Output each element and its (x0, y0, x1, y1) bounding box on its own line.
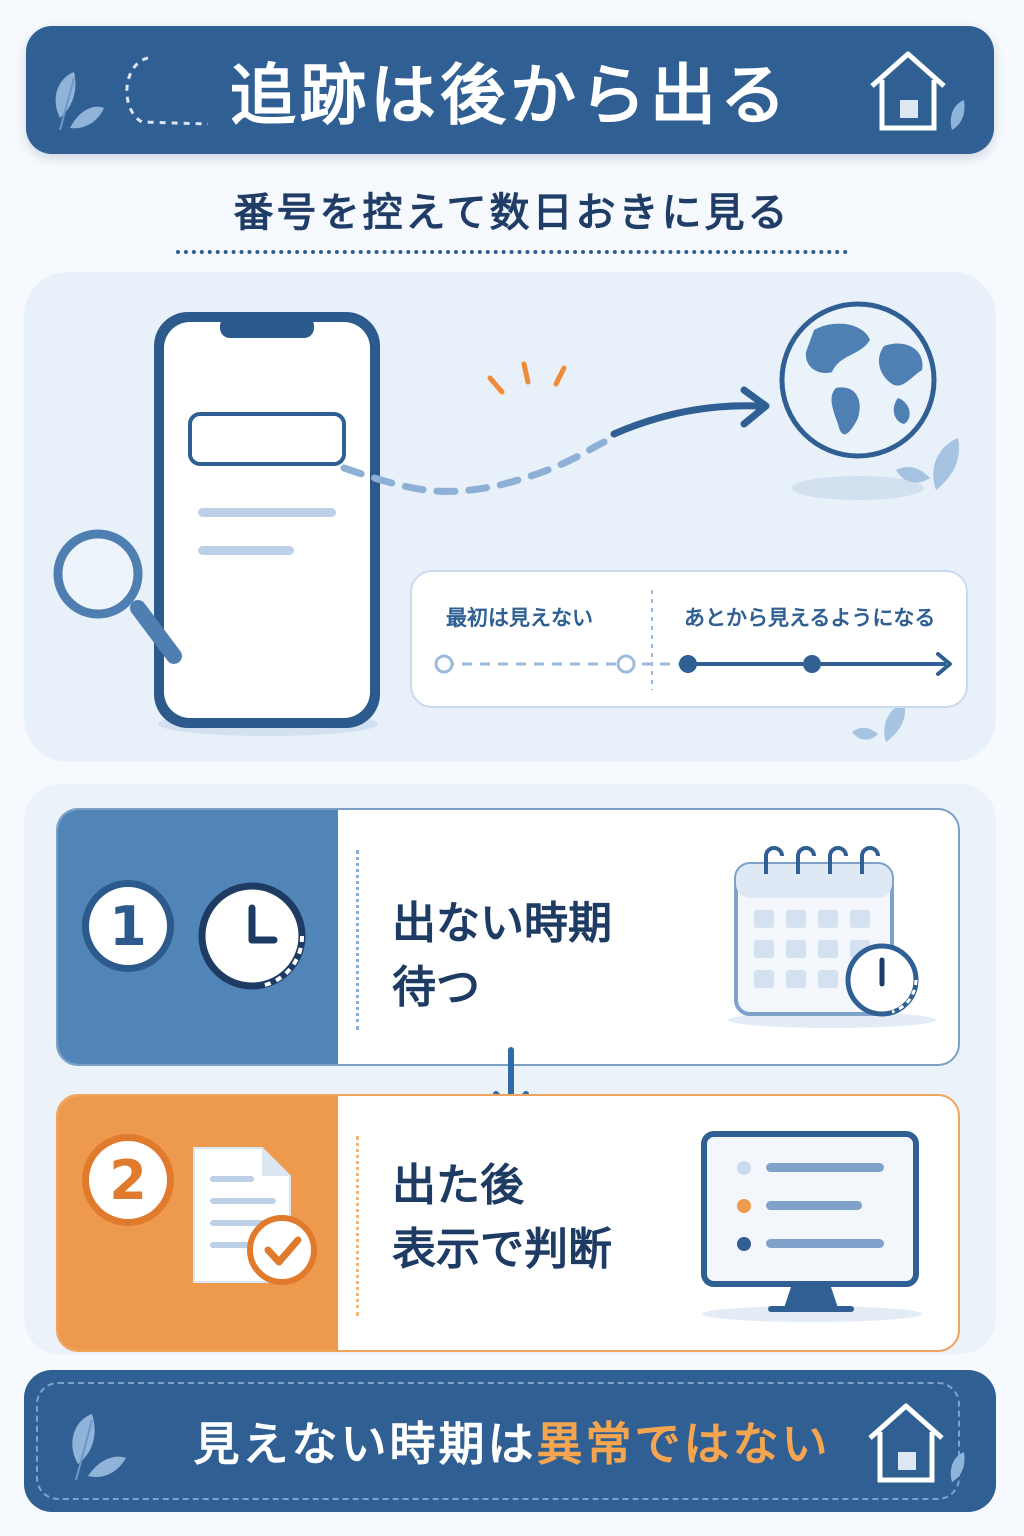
dashed-path-icon (125, 56, 209, 126)
timeline-track (434, 590, 952, 690)
title-banner (26, 26, 994, 154)
leaf-icon (852, 702, 906, 742)
clock-icon (198, 882, 306, 990)
footer-text-plain: 見えない時期は (193, 1417, 537, 1471)
step-2-card: 2 出た後 表示で判断 (56, 1094, 960, 1352)
leaf-icon (55, 72, 104, 131)
footer-banner (24, 1370, 996, 1512)
tracking-illustration (53, 301, 960, 742)
leaf-icon (896, 438, 960, 490)
step-1-line1: 出ない時期 (392, 898, 612, 949)
globe-icon (779, 301, 937, 500)
magnifier-icon (53, 529, 182, 664)
page-title: 追跡は後から出る (230, 57, 790, 134)
step-1-text: 出ない時期 待つ (392, 892, 712, 1020)
footer-text-highlight: 異常ではない (536, 1417, 831, 1471)
step-2-line2: 表示で判断 (392, 1223, 612, 1275)
subtitle-divider (176, 250, 848, 254)
leaf-icon (72, 1414, 126, 1481)
footer-message: 見えない時期は 異常ではない (0, 1370, 1024, 1512)
footer-dashed-border (36, 1382, 960, 1500)
house-icon (868, 1403, 965, 1483)
document-check-icon (193, 1147, 317, 1285)
step-1-line2: 待つ (392, 961, 480, 1013)
step-2-divider (356, 1136, 359, 1316)
step-1-card: 1 出ない時期 待つ (56, 808, 960, 1066)
calendar-icon (728, 846, 936, 1028)
subtitle: 番号を控えて数日おきに見る (233, 190, 791, 236)
step-1-number: 1 (82, 880, 174, 972)
smartphone-icon (154, 312, 380, 728)
timeline-before-label: 最初は見えない (446, 606, 593, 630)
monitor-list-icon (701, 1131, 922, 1322)
step-2-line1: 出た後 (392, 1160, 524, 1211)
house-icon (870, 51, 965, 131)
step-2-text: 出た後 表示で判断 (392, 1154, 712, 1282)
timeline-after-label: あとから見えるようになる (684, 606, 936, 630)
step-1-divider (356, 850, 359, 1030)
timeline-card (410, 570, 968, 708)
step-2-number: 2 (82, 1134, 174, 1226)
